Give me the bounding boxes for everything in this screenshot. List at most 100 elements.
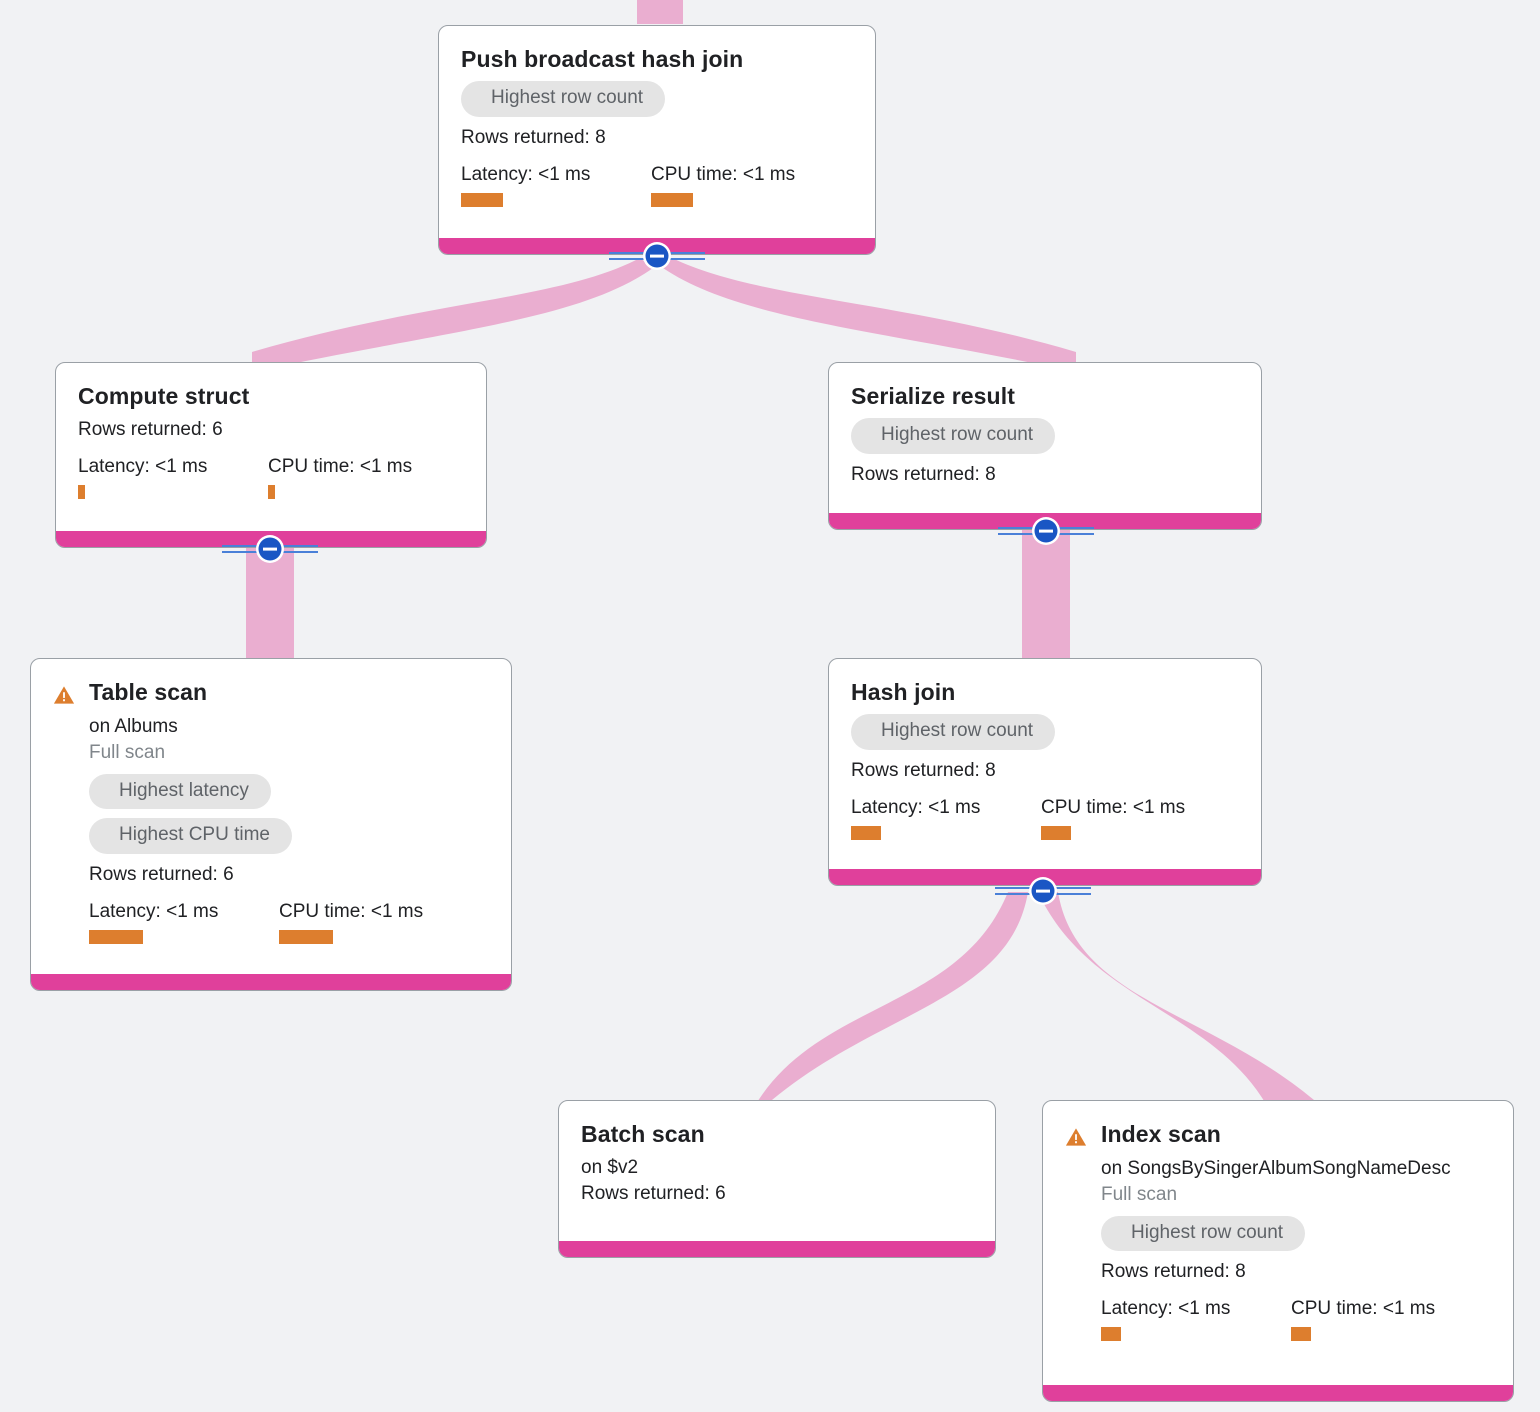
- warning-icon: [1065, 1128, 1087, 1146]
- node-footer-bar: [31, 974, 511, 990]
- edge-root-stub: [637, 0, 683, 24]
- node-body: Compute struct Rows returned: 6 Latency:…: [56, 363, 486, 531]
- node-scan-type: Full scan: [1101, 1183, 1178, 1205]
- edge-root-to-compute-struct: [252, 258, 653, 372]
- node-table-scan[interactable]: Table scan on Albums Full scan Highest l…: [30, 658, 512, 991]
- handle-compute-struct[interactable]: [222, 534, 318, 564]
- badge-highest-latency: Highest latency: [89, 773, 271, 810]
- node-footer-bar: [1043, 1385, 1513, 1401]
- node-title: Batch scan: [581, 1121, 705, 1147]
- cpu-bar: [1041, 825, 1071, 840]
- node-body: Index scan on SongsBySingerAlbumSongName…: [1043, 1101, 1513, 1385]
- latency-label: Latency: <1 ms: [1101, 1298, 1231, 1320]
- metric-cpu: CPU time: <1 ms: [268, 456, 412, 500]
- edge-hash-join-to-batch-scan: [756, 892, 1028, 1104]
- latency-label: Latency: <1 ms: [78, 456, 208, 478]
- badge-highest-row-count: Highest row count: [851, 714, 1056, 751]
- cpu-label: CPU time: <1 ms: [1291, 1298, 1436, 1320]
- cpu-bar: [279, 929, 333, 944]
- node-hash-join[interactable]: Hash join Highest row count Rows returne…: [828, 658, 1262, 886]
- badge-highest-row-count: Highest row count: [851, 418, 1056, 455]
- badge-highest-cpu-time: Highest CPU time: [89, 818, 292, 855]
- latency-bar: [78, 485, 85, 500]
- metric-latency: Latency: <1 ms: [78, 456, 268, 500]
- latency-label: Latency: <1 ms: [851, 797, 981, 819]
- node-title-row: Push broadcast hash join: [461, 46, 743, 72]
- metric-cpu: CPU time: <1 ms: [1291, 1298, 1435, 1341]
- collapse-icon[interactable]: [995, 876, 1091, 906]
- node-title: Index scan: [1101, 1121, 1221, 1147]
- node-title: Table scan: [89, 679, 208, 705]
- collapse-icon[interactable]: [998, 516, 1094, 546]
- node-batch-scan[interactable]: Batch scan on $v2 Rows returned: 6: [558, 1100, 996, 1258]
- latency-label: Latency: <1 ms: [89, 900, 219, 922]
- handle-hash-join[interactable]: [995, 876, 1091, 906]
- node-index-scan[interactable]: Index scan on SongsBySingerAlbumSongName…: [1042, 1100, 1514, 1402]
- metrics-row: Latency: <1 ms CPU time: <1 ms: [89, 901, 423, 944]
- metrics-row: Latency: <1 ms CPU time: <1 ms: [1101, 1298, 1451, 1341]
- node-scan-type: Full scan: [89, 741, 166, 763]
- node-body: Hash join Highest row count Rows returne…: [829, 659, 1261, 869]
- cpu-label: CPU time: <1 ms: [1041, 797, 1186, 819]
- cpu-label: CPU time: <1 ms: [651, 164, 796, 186]
- node-title-row: Compute struct: [78, 383, 249, 409]
- warning-icon: [53, 686, 75, 704]
- metric-cpu: CPU time: <1 ms: [1041, 797, 1185, 840]
- node-title-row: Serialize result: [851, 383, 1015, 409]
- badge-highest-row-count: Highest row count: [461, 81, 666, 118]
- rows-returned: Rows returned: 6: [78, 419, 223, 441]
- cpu-bar: [651, 192, 693, 207]
- metric-cpu: CPU time: <1 ms: [651, 164, 795, 207]
- collapse-icon[interactable]: [609, 241, 705, 271]
- badge-highest-row-count: Highest row count: [1101, 1215, 1306, 1252]
- rows-returned: Rows returned: 6: [581, 1183, 726, 1205]
- node-target: on SongsBySingerAlbumSongNameDesc: [1101, 1158, 1451, 1179]
- latency-label: Latency: <1 ms: [461, 164, 591, 186]
- edge-root-to-serialize-result: [663, 258, 1076, 372]
- node-serialize-result[interactable]: Serialize result Highest row count Rows …: [828, 362, 1262, 530]
- node-target: on $v2: [581, 1157, 639, 1179]
- metric-latency: Latency: <1 ms: [461, 164, 651, 207]
- edge-compute-struct-to-table-scan: [246, 548, 294, 666]
- node-title-row: Hash join: [851, 679, 955, 705]
- cpu-bar: [268, 485, 275, 500]
- metrics-row: Latency: <1 ms CPU time: <1 ms: [851, 797, 1239, 840]
- node-body: Table scan on Albums Full scan Highest l…: [31, 659, 511, 974]
- metric-latency: Latency: <1 ms: [89, 901, 279, 944]
- rows-returned: Rows returned: 8: [851, 464, 996, 486]
- metrics-row: Latency: <1 ms CPU time: <1 ms: [78, 456, 464, 500]
- rows-returned: Rows returned: 8: [851, 760, 996, 782]
- collapse-icon[interactable]: [222, 534, 318, 564]
- metrics-row: Latency: <1 ms CPU time: <1 ms: [461, 164, 853, 207]
- handle-push-broadcast-hash-join[interactable]: [609, 241, 705, 271]
- node-detail-group: on Albums Full scan Highest latency High…: [53, 706, 423, 944]
- cpu-label: CPU time: <1 ms: [279, 900, 424, 922]
- edge-hash-join-to-index-scan: [1038, 892, 1314, 1104]
- node-title: Push broadcast hash join: [461, 46, 744, 72]
- node-body: Batch scan on $v2 Rows returned: 6: [559, 1101, 995, 1241]
- node-title: Compute struct: [78, 383, 250, 409]
- node-compute-struct[interactable]: Compute struct Rows returned: 6 Latency:…: [55, 362, 487, 548]
- handle-serialize-result[interactable]: [998, 516, 1094, 546]
- latency-bar: [851, 825, 881, 840]
- node-detail-group: on SongsBySingerAlbumSongNameDesc Full s…: [1065, 1148, 1451, 1341]
- latency-bar: [461, 192, 503, 207]
- rows-returned: Rows returned: 6: [89, 864, 234, 886]
- node-title-row: Table scan: [53, 679, 207, 706]
- node-body: Push broadcast hash join Highest row cou…: [439, 26, 875, 238]
- node-push-broadcast-hash-join[interactable]: Push broadcast hash join Highest row cou…: [438, 25, 876, 255]
- rows-returned: Rows returned: 8: [1101, 1261, 1246, 1283]
- edge-serialize-result-to-hash-join: [1022, 530, 1070, 666]
- node-footer-bar: [829, 869, 1261, 885]
- node-body: Serialize result Highest row count Rows …: [829, 363, 1261, 513]
- metric-latency: Latency: <1 ms: [1101, 1298, 1291, 1341]
- cpu-bar: [1291, 1326, 1311, 1341]
- metric-latency: Latency: <1 ms: [851, 797, 1041, 840]
- latency-bar: [1101, 1326, 1121, 1341]
- node-footer-bar: [559, 1241, 995, 1257]
- node-target: on Albums: [89, 716, 178, 737]
- latency-bar: [89, 929, 143, 944]
- node-title: Serialize result: [851, 383, 1015, 409]
- node-title-row: Batch scan: [581, 1121, 705, 1147]
